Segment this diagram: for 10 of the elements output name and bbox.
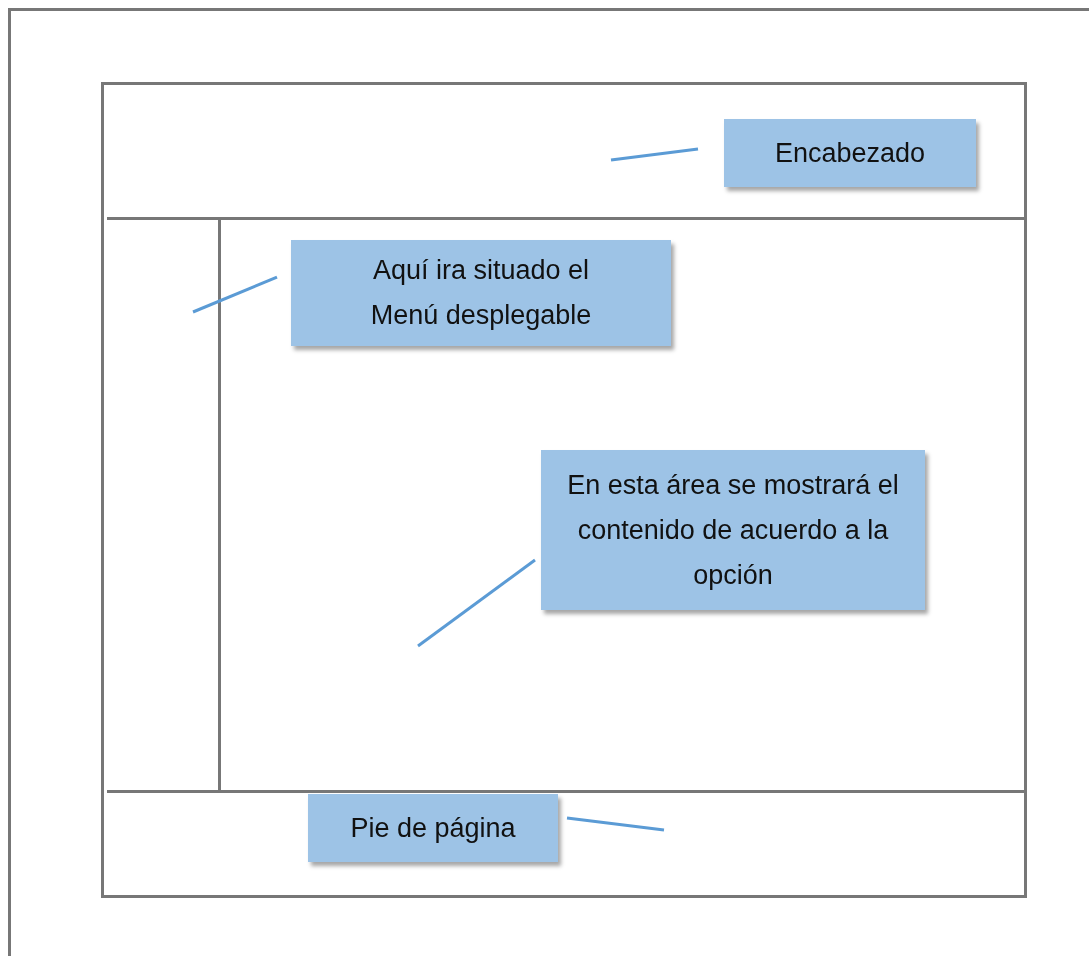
- callout-box: Aquí ira situado el Menú desplegable: [291, 240, 671, 346]
- callout-box: En esta área se mostrará el contenido de acuerdo a la opción: [541, 450, 925, 610]
- leader-line: [566, 816, 665, 832]
- page-frame: [8, 8, 1089, 956]
- leader-line: [417, 558, 536, 648]
- leader-line: [610, 147, 699, 162]
- layout-frame: [101, 82, 1027, 898]
- leader-line: [192, 275, 278, 314]
- callout-box: Encabezado: [724, 119, 976, 187]
- callout-box: Pie de página: [308, 794, 558, 862]
